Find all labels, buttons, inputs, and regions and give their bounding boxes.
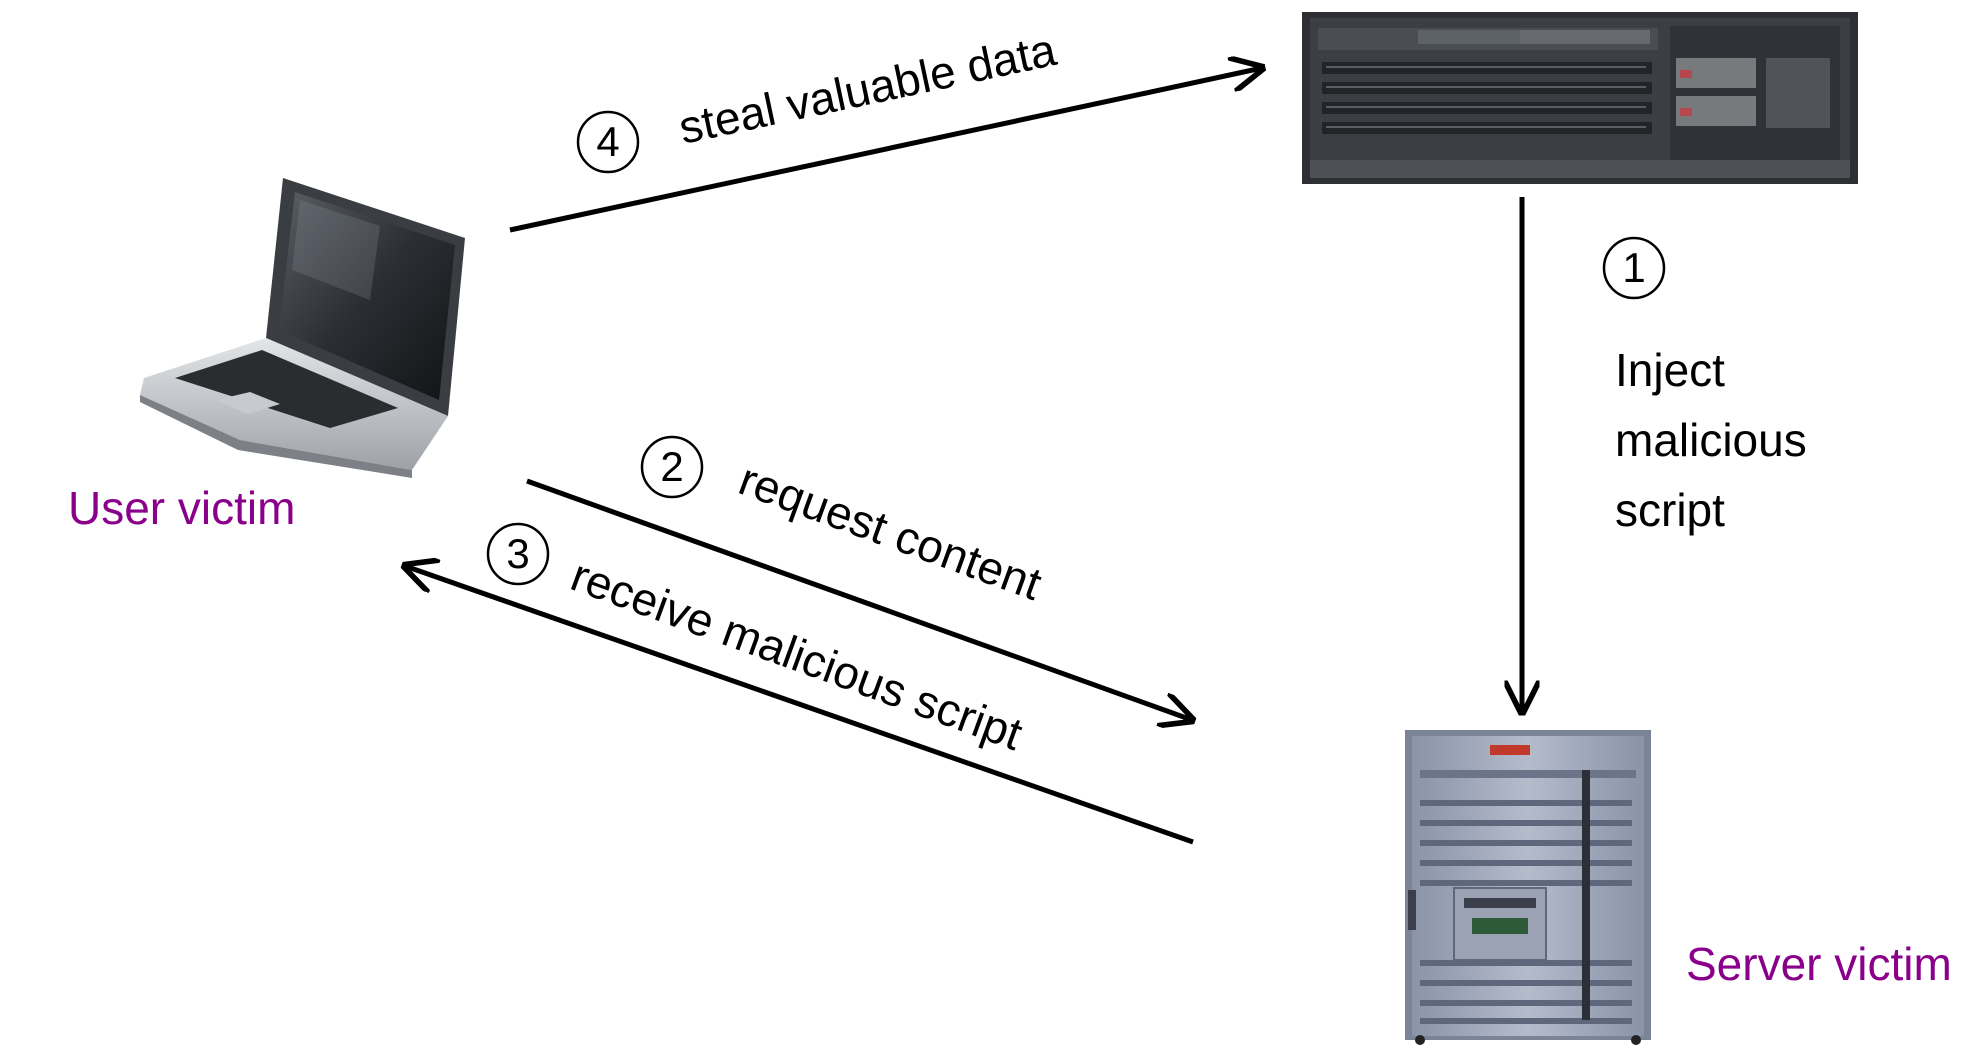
user-victim-label: User victim xyxy=(68,482,295,534)
tower-server-icon xyxy=(1405,730,1651,1045)
step-1-number: 1 xyxy=(1622,244,1645,291)
server-victim-label: Server victim xyxy=(1686,938,1952,990)
laptop-icon xyxy=(140,178,465,478)
step-2-circle xyxy=(640,435,704,499)
arrow-request-content xyxy=(526,478,1192,720)
step-3-marker: 3 xyxy=(486,522,550,586)
arrow-receive-script xyxy=(405,566,1194,845)
step-4-label: steal valuable data xyxy=(674,23,1060,154)
step-4-marker: 4 xyxy=(576,110,640,174)
step-3-number: 3 xyxy=(506,530,529,577)
step-1-circle xyxy=(1602,236,1666,300)
step-2-label: request content xyxy=(733,453,1049,610)
arrow-steal-data xyxy=(509,68,1262,233)
step-1-marker: 1 xyxy=(1602,236,1666,300)
step-1-label-line-3: script xyxy=(1615,484,1725,536)
step-1-label-line-1: Inject xyxy=(1615,344,1725,396)
step-3-circle xyxy=(486,522,550,586)
step-2-number: 2 xyxy=(660,443,683,490)
step-2-marker: 2 xyxy=(640,435,704,499)
rack-server-icon xyxy=(1302,12,1858,184)
step-4-number: 4 xyxy=(596,118,619,165)
step-1-label-line-2: malicious xyxy=(1615,414,1807,466)
step-4-circle xyxy=(576,110,640,174)
